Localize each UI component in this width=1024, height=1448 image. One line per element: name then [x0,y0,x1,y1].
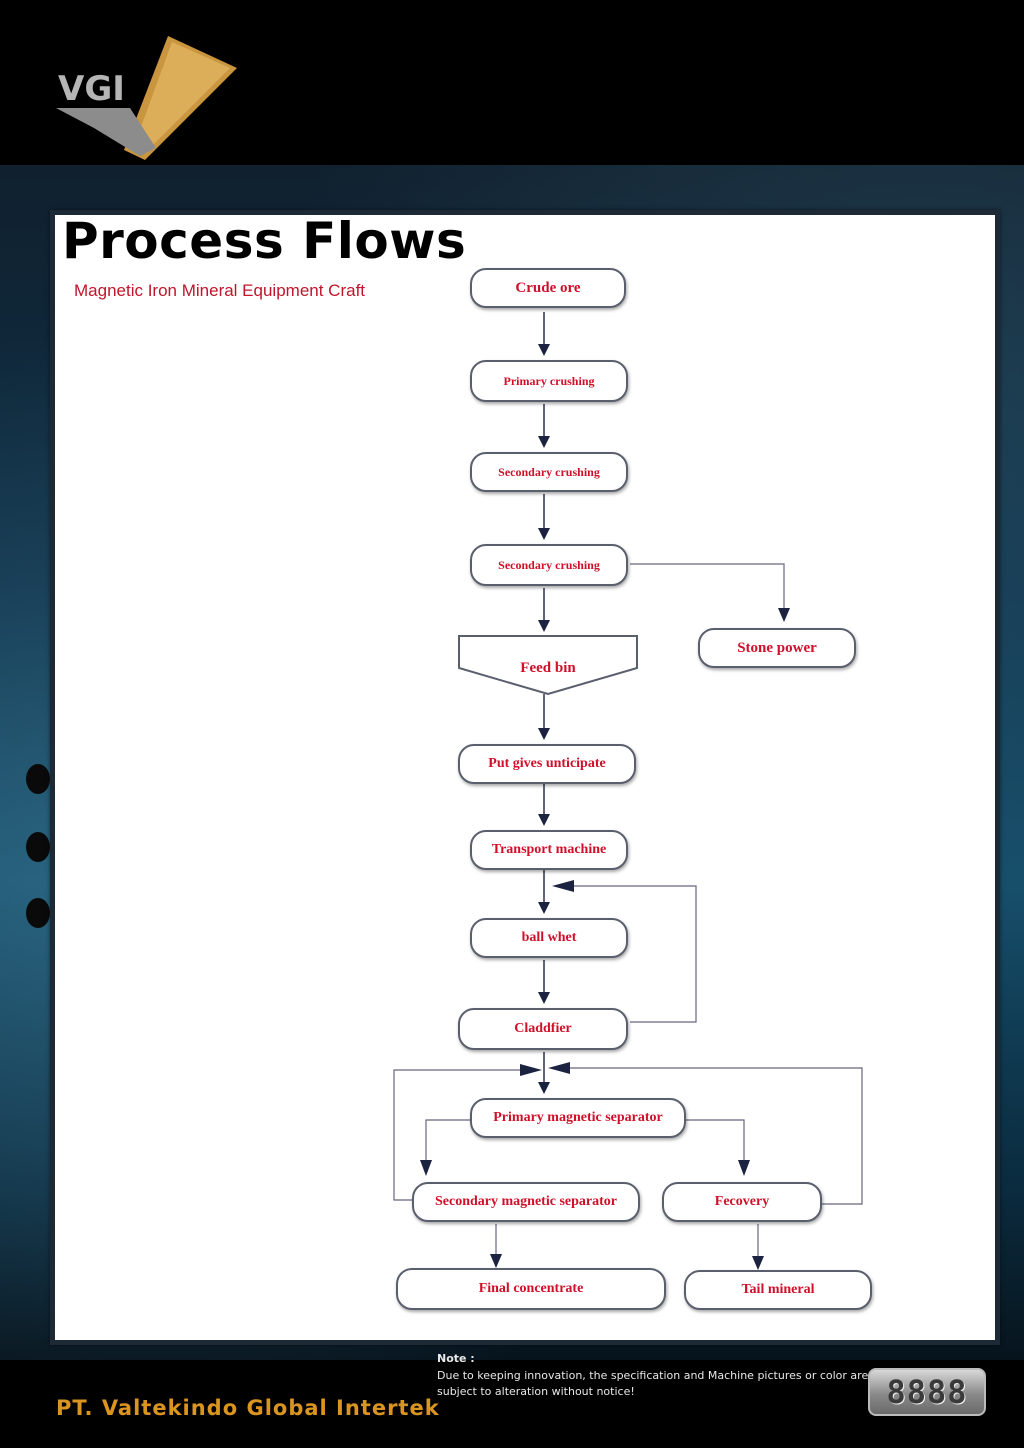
node-secondary-magnetic-separator: Secondary magnetic separator [412,1182,640,1222]
footer-bar [0,1360,1024,1448]
loop-secondary-return [393,1069,530,1201]
node-secondary-crushing-1: Secondary crushing [470,452,628,492]
feed-bin-shape [458,635,638,696]
note-title: Note : [437,1352,475,1365]
node-claddfier: Claddfier [458,1008,628,1050]
node-transport-machine: Transport machine [470,830,628,870]
binder-hole [26,898,50,928]
node-stone-power: Stone power [698,628,856,668]
contact-badge: 8888 [868,1368,986,1416]
vgi-logo: VGI [56,36,237,160]
node-final-concentrate: Final concentrate [396,1268,666,1310]
page-title: Process Flows [62,212,467,270]
node-crude-ore: Crude ore [470,268,626,308]
node-feed-bin-label: Feed bin [520,660,576,676]
company-name: PT. Valtekindo Global Intertek [56,1396,440,1420]
node-tail-mineral: Tail mineral [684,1270,872,1310]
note-text: Due to keeping innovation, the specifica… [437,1369,869,1398]
loop-claddfier-return [564,885,697,1023]
node-fecovery: Fecovery [662,1182,822,1222]
node-primary-magnetic-separator: Primary magnetic separator [470,1098,686,1138]
node-primary-crushing: Primary crushing [470,360,628,402]
loop-fecovery-return [560,1067,863,1205]
page-subtitle: Magnetic Iron Mineral Equipment Craft [74,281,366,300]
branch-to-fecovery [686,1119,745,1164]
branch-to-secondary-mag [425,1119,470,1164]
node-put-gives: Put gives unticipate [458,744,636,784]
branch-to-stone-power [630,563,785,614]
node-ball-whet: ball whet [470,918,628,958]
binder-hole [26,764,50,794]
logo-text: VGI [58,69,125,109]
node-secondary-crushing-2: Secondary crushing [470,544,628,586]
binder-hole [26,832,50,862]
